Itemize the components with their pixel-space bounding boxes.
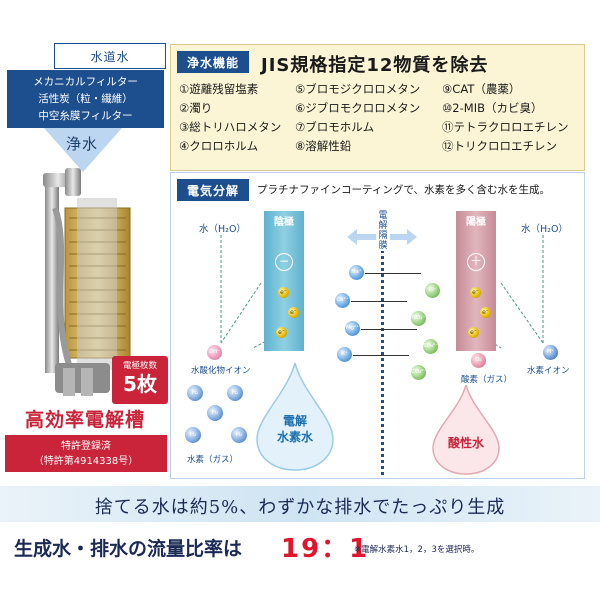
electrode-count-badge: 電極枚数 5枚 — [112, 356, 168, 404]
electron-icon: e⁻ — [288, 307, 299, 318]
list-item: ⑧溶解性鉛 — [295, 139, 352, 153]
list-item: ④クロロホルム — [179, 139, 259, 153]
patent-line-2: （特許第4914338号） — [33, 455, 139, 467]
anode-electrode: 陽極 ＋ e⁻ e⁻ e⁻ — [456, 211, 496, 351]
acidic-water-drop-icon — [432, 385, 500, 475]
list-item: ②濁り — [179, 101, 213, 115]
hydrogen-molecule-icon: H₂ — [185, 427, 201, 443]
water-purification-badge: 浄水機能 — [177, 51, 249, 73]
water-label-right: 水（H₂O） — [521, 224, 568, 235]
electron-icon: e⁻ — [470, 287, 481, 298]
list-item: ⑤ブロモジクロロメタン — [295, 82, 421, 96]
patent-line-1: 特許登録済 — [61, 440, 111, 452]
oxygen-molecule-icon: O₂ — [471, 353, 486, 368]
hydrogen-ion-icon: H⁺ — [543, 345, 558, 360]
jis-panel: 浄水機能 JIS規格指定12物質を除去 ①遊離残留塩素 ⑤ブロモジクロロメタン … — [170, 44, 585, 171]
hydrogen-molecule-icon: H₂ — [207, 405, 223, 421]
list-item: ①遊離残留塩素 — [179, 82, 259, 96]
hydrogen-water-drop-icon — [256, 363, 334, 471]
cathode-electrode: 陰極 − e⁻ e⁻ e⁻ — [264, 211, 304, 351]
hydrogen-water-line-2: 水素水 — [276, 430, 313, 444]
list-item: ⑫トリクロロエチレン — [442, 139, 557, 153]
patent-badge: 特許登録済 （特許第4914338号） — [5, 435, 167, 472]
electrolytic-membrane — [381, 213, 384, 475]
electrolysis-description: プラチナファインコーティングで、水素を多く含む水を生成。 — [257, 184, 550, 196]
list-item: ⑪テトラクロロエチレン — [442, 120, 569, 134]
hydrogen-molecule-icon: H₂ — [227, 385, 243, 401]
filter-hollow-fiber: 中空糸膜フィルター — [38, 109, 133, 122]
electron-icon: e⁻ — [278, 287, 289, 298]
electrolysis-badge: 電気分解 — [177, 179, 249, 201]
purified-water-label: 浄水 — [66, 135, 99, 153]
list-item: ⑥ジブロモクロロメタン — [295, 101, 421, 115]
cathode-label: 陰極 — [274, 217, 294, 228]
anode-label: 陽極 — [466, 217, 486, 228]
cell-title: 高効率電解槽 — [24, 409, 145, 431]
electrode-count-label: 電極枚数 — [122, 361, 157, 371]
ratio-note: ※電解水素水1，2，3を選択時。 — [354, 545, 480, 555]
acidic-water-label: 酸性水 — [447, 436, 484, 450]
bottom-headline: 捨てる水は約5%、わずかな排水でたっぷり生成 — [94, 497, 506, 518]
ion-arrow — [351, 301, 407, 302]
jis-substance-list: ①遊離残留塩素 ⑤ブロモジクロロメタン ⑨CAT（農薬） ②濁り ⑥ジブロモクロ… — [179, 81, 579, 154]
anion-so4-icon: SO₄²⁻ — [423, 339, 438, 354]
water-label-left: 水（H₂O） — [199, 224, 246, 235]
ratio-value: 19：1 — [281, 534, 370, 564]
anion-no3-icon: NO₃⁻ — [411, 311, 426, 326]
list-item: ⑩2-MIB（カビ臭） — [442, 101, 543, 115]
ion-arrow — [361, 329, 417, 330]
cation-k-icon: K⁺ — [337, 347, 352, 362]
electron-icon: e⁻ — [276, 327, 287, 338]
headline-band — [0, 486, 600, 522]
plus-icon: ＋ — [467, 253, 485, 271]
anion-cl-icon: Cl⁻ — [425, 283, 440, 298]
jis-title: JIS規格指定12物質を除去 — [261, 55, 489, 76]
ion-arrow — [365, 273, 421, 274]
cation-mg-icon: Mg²⁺ — [345, 321, 360, 336]
filter-list: メカニカルフィルター 活性炭（粒・繊維） 中空糸膜フィルター — [7, 70, 164, 128]
electrolysis-panel: 電気分解 プラチナファインコーティングで、水素を多く含む水を生成。 水（H₂O）… — [170, 172, 585, 479]
filter-mechanical: メカニカルフィルター — [33, 75, 138, 88]
flow-down-arrow-icon — [44, 128, 122, 172]
hydrogen-gas-label: 水素（ガス） — [187, 455, 239, 465]
cation-ca-icon: Ca²⁺ — [335, 293, 350, 308]
anion-co3-icon: CO₃²⁻ — [411, 365, 426, 380]
tap-water-label: 水道水 — [54, 43, 166, 69]
cation-na-icon: Na⁺ — [349, 265, 364, 280]
hydrogen-water-line-1: 電解 — [282, 414, 307, 428]
hydrogen-ion-label: 水素イオン — [527, 366, 570, 376]
electrolysis-cell-illustration — [43, 168, 131, 396]
hydroxide-ion-icon: OH⁻ — [207, 345, 222, 360]
electron-icon: e⁻ — [468, 327, 479, 338]
electron-icon: e⁻ — [480, 307, 491, 318]
electrode-count-value: 5枚 — [123, 372, 157, 396]
ratio-label: 生成水・排水の流量比率は — [14, 538, 243, 560]
hydrogen-molecule-icon: H₂ — [231, 427, 247, 443]
hydroxide-ion-label: 水酸化物イオン — [191, 366, 251, 376]
filter-activated-carbon: 活性炭（粒・繊維） — [38, 92, 133, 105]
hydrogen-molecule-icon: H₂ — [187, 385, 203, 401]
list-item: ⑦ブロモホルム — [295, 120, 375, 134]
list-item: ③総トリハロメタン — [179, 120, 282, 134]
membrane-label: 電解隔膜 — [376, 211, 390, 251]
minus-icon: − — [275, 253, 293, 271]
list-item: ⑨CAT（農薬） — [442, 82, 521, 96]
ion-arrow — [353, 355, 409, 356]
oxygen-gas-label: 酸素（ガス） — [461, 375, 513, 385]
